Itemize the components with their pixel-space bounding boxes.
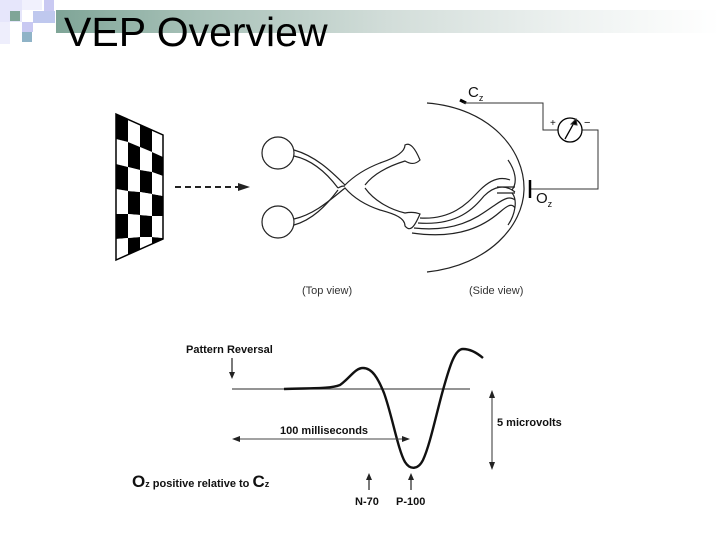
polarity-oz-sub: z — [145, 479, 150, 489]
pattern-reversal-label: Pattern Reversal — [186, 344, 273, 356]
polarity-oz: O — [132, 472, 146, 491]
time-scale-label: 100 milliseconds — [280, 425, 369, 437]
top-view-visual-pathway — [261, 136, 516, 239]
checkerboard-stimulus — [115, 112, 164, 262]
decor-square — [33, 11, 55, 23]
polarity-caption: Oz positive relative to Cz — [132, 472, 269, 492]
cz-subscript: z — [478, 93, 484, 103]
amplitude-scale-label: 5 microvolts — [497, 417, 562, 429]
slide-title: VEP Overview — [64, 9, 328, 55]
decor-square — [22, 32, 32, 42]
vep-waveform — [229, 347, 495, 490]
polarity-cz: C — [252, 472, 265, 491]
n70-label: N-70 — [355, 496, 379, 508]
cz-letter: C — [468, 84, 479, 101]
decor-square — [10, 11, 20, 21]
oz-label: Oz — [536, 190, 553, 209]
side-view-label: (Side view) — [469, 285, 524, 297]
decor-square — [44, 0, 54, 11]
meter-plus-label: + — [550, 118, 556, 129]
cz-label: Cz — [468, 84, 484, 103]
title-gradient-bar — [56, 10, 720, 33]
decor-square — [22, 22, 33, 32]
top-view-label: (Top view) — [302, 285, 353, 297]
oz-letter: O — [536, 190, 548, 207]
meter-minus-label: − — [584, 117, 591, 129]
dashed-arrow — [175, 183, 250, 191]
recording-circuit — [459, 98, 599, 198]
oz-subscript: z — [547, 199, 553, 209]
polarity-cz-sub: z — [264, 479, 270, 489]
voltmeter-icon — [557, 117, 583, 143]
decor-square — [22, 0, 42, 10]
p100-label: P-100 — [396, 496, 426, 508]
polarity-text: positive relative to — [149, 478, 253, 490]
side-view-head — [426, 102, 525, 273]
decor-square — [0, 22, 10, 44]
